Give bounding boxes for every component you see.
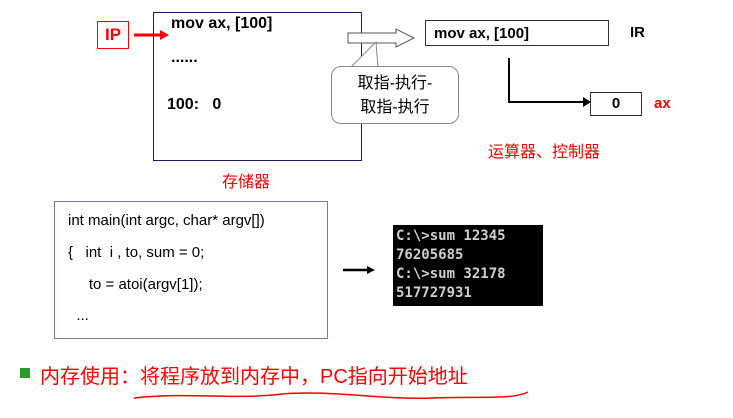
memory-address-value: 100: 0: [167, 96, 222, 113]
ip-register-box: IP: [97, 21, 129, 49]
code-line: ...: [68, 307, 89, 324]
code-line: int main(int argc, char* argv[]): [68, 212, 265, 229]
callout-line-1: 取指-执行-: [357, 75, 433, 92]
ip-arrow-icon: [134, 30, 169, 40]
ax-register-box: 0: [590, 92, 642, 116]
bullet-icon: [20, 368, 30, 378]
fetch-execute-callout: 取指-执行- 取指-执行: [331, 66, 459, 124]
summary-note: 内存使用：将程序放到内存中，PC指向开始地址: [40, 366, 468, 388]
memory-instruction: mov ax, [100]: [171, 15, 273, 32]
fetch-arrow-icon: [347, 28, 416, 48]
ir-label: IR: [630, 24, 645, 41]
memory-caption: 存储器: [222, 174, 271, 191]
callout-line-2: 取指-执行: [360, 99, 430, 116]
code-box: int main(int argc, char* argv[]) { int i…: [54, 201, 328, 339]
terminal-line: 517727931: [396, 285, 472, 301]
code-line: to = atoi(argv[1]);: [68, 276, 203, 293]
ir-to-ax-arrow-icon: [508, 58, 591, 107]
code-line: { int i , to, sum = 0;: [68, 244, 205, 261]
terminal-line: C:\>sum 32178: [396, 266, 506, 282]
terminal-line: C:\>sum 12345: [396, 228, 506, 244]
wavy-underline: [133, 391, 529, 400]
terminal-line: 76205685: [396, 247, 464, 263]
cpu-caption: 运算器、控制器: [488, 144, 601, 161]
memory-ellipsis: ......: [171, 49, 198, 66]
run-arrow-icon: [343, 266, 375, 274]
ax-label: ax: [654, 95, 671, 112]
ir-register-box: mov ax, [100]: [425, 20, 609, 46]
